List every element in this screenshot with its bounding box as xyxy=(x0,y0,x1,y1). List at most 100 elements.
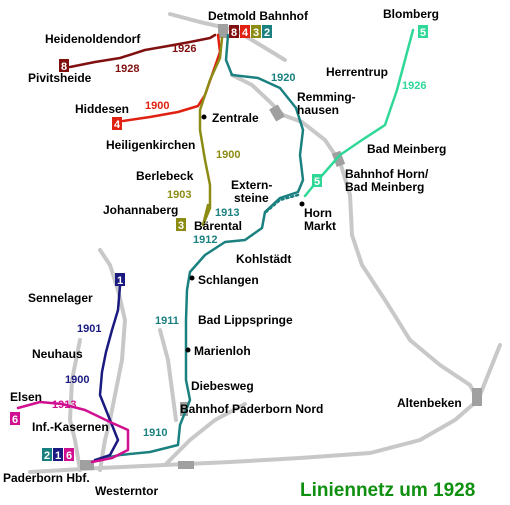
railway-lippspringe-branch xyxy=(158,328,178,422)
label-schlangen: Schlangen xyxy=(198,273,259,287)
year-berlebeck: 1903 xyxy=(167,189,191,201)
badge-hiddesen xyxy=(112,117,122,130)
label-sennelager: Sennelager xyxy=(28,291,93,305)
label-externsteine-1: Extern- xyxy=(231,178,272,192)
badge-hiddesen-text: 4 xyxy=(114,119,121,131)
label-remminghausen-1: Remming- xyxy=(297,90,356,104)
year-elsen: 1913 xyxy=(52,399,76,411)
year-heidenoldendorf: 1926 xyxy=(172,43,196,55)
stop-schlangen xyxy=(189,275,195,281)
line-3-route xyxy=(198,36,224,227)
label-baerental: Bärental xyxy=(194,219,242,233)
label-bad-meinberg: Bad Meinberg xyxy=(367,142,446,156)
badge-elsen xyxy=(10,412,20,425)
badge-sennelager xyxy=(115,273,125,286)
map-title: Liniennetz um 1928 xyxy=(300,480,475,501)
badge-horn xyxy=(312,174,322,187)
badge-paderborn-group: 2 1 6 xyxy=(42,448,74,462)
externsteine-link xyxy=(264,193,300,214)
label-kohlstaedt: Kohlstädt xyxy=(236,252,291,266)
label-externsteine-2: steine xyxy=(234,191,269,205)
badge-paderborn-2 xyxy=(42,448,52,461)
label-horn-markt-2: Markt xyxy=(304,219,336,233)
year-detmold-horn: 1920 xyxy=(271,72,295,84)
badge-detmold-3-text: 3 xyxy=(253,27,259,39)
badge-johannaberg xyxy=(176,218,186,231)
stops xyxy=(185,114,305,353)
label-bahnhof-horn-2: Bad Meinberg xyxy=(345,180,424,194)
place-labels: Detmold Bahnhof Blomberg Heidenoldendorf… xyxy=(3,7,462,498)
badge-detmold-3 xyxy=(251,25,261,38)
badge-horn-text: 5 xyxy=(314,176,320,188)
label-zentrale: Zentrale xyxy=(212,111,259,125)
badge-detmold-2 xyxy=(262,25,272,38)
railways xyxy=(28,12,502,474)
badge-blomberg-text: 5 xyxy=(420,27,426,39)
stop-marienloh xyxy=(185,347,191,353)
label-altenbeken: Altenbeken xyxy=(397,396,462,410)
label-johannaberg: Johannaberg xyxy=(103,203,178,217)
label-westerntor: Westerntor xyxy=(95,484,158,498)
year-neuhaus: 1900 xyxy=(65,374,89,386)
label-horn-markt-1: Horn xyxy=(304,206,332,220)
station-paderborn-nord xyxy=(180,402,188,416)
year-labels: 1926 1928 1920 1926 1900 1900 1903 1913 … xyxy=(52,43,426,439)
badge-detmold-8 xyxy=(229,25,239,38)
stop-zentrale xyxy=(201,114,207,120)
badge-detmold-group: 8 4 3 2 xyxy=(229,25,272,39)
badge-johannaberg-text: 3 xyxy=(178,220,184,232)
station-remminghausen xyxy=(269,104,285,122)
label-elsen: Elsen xyxy=(10,390,42,404)
label-hiddesen: Hiddesen xyxy=(75,102,129,116)
label-herrentrup: Herrentrup xyxy=(326,65,388,79)
label-diebesweg: Diebesweg xyxy=(191,379,254,393)
line-4-route xyxy=(121,33,222,123)
railway-detmold-altenbeken xyxy=(348,193,480,402)
badge-blomberg xyxy=(418,25,428,38)
year-hiddesen: 1900 xyxy=(145,100,169,112)
label-bahnhof-paderborn-nord: Bahnhof Paderborn Nord xyxy=(180,402,323,416)
label-pivitsheide: Pivitsheide xyxy=(28,71,92,85)
label-bahnhof-horn-1: Bahnhof Horn/ xyxy=(345,167,429,181)
label-neuhaus: Neuhaus xyxy=(32,347,83,361)
label-detmold-bahnhof: Detmold Bahnhof xyxy=(208,9,309,23)
railway-paderborn-nord-branch xyxy=(163,402,247,467)
year-externsteine: 1913 xyxy=(215,207,239,219)
station-altenbeken xyxy=(472,388,482,406)
badge-detmold-2-text: 2 xyxy=(264,27,270,39)
label-blomberg: Blomberg xyxy=(383,7,439,21)
railway-paderborn-north xyxy=(67,338,82,472)
line-1-route xyxy=(93,284,122,462)
line-6-route xyxy=(16,400,130,464)
badge-detmold-4-text: 4 xyxy=(242,27,249,39)
badge-pivitsheide-text: 8 xyxy=(61,61,67,73)
year-pivitsheide: 1928 xyxy=(115,63,139,75)
badge-detmold-4 xyxy=(240,25,250,38)
year-lippspringe: 1911 xyxy=(155,315,179,327)
badge-elsen-text: 6 xyxy=(12,414,18,426)
badge-pivitsheide xyxy=(59,59,69,72)
year-blomberg: 1926 xyxy=(402,80,426,92)
label-berlebeck: Berlebeck xyxy=(136,169,194,183)
year-heiligenkirchen: 1900 xyxy=(216,149,240,161)
station-paderborn-hbf xyxy=(80,460,94,470)
badge-paderborn-1 xyxy=(53,448,63,461)
badge-detmold-8-text: 8 xyxy=(231,27,237,39)
label-remminghausen-2: hausen xyxy=(297,103,339,117)
year-paderborn: 1910 xyxy=(143,427,167,439)
badge-sennelager-text: 1 xyxy=(117,275,123,287)
badge-paderborn-2-text: 2 xyxy=(44,450,50,462)
line-8-route xyxy=(68,33,217,69)
year-baerental: 1912 xyxy=(193,234,217,246)
label-marienloh: Marienloh xyxy=(194,344,251,358)
year-sennelager: 1901 xyxy=(77,323,101,335)
label-paderborn-hbf: Paderborn Hbf. xyxy=(3,471,90,485)
badge-paderborn-6 xyxy=(64,448,74,461)
badge-paderborn-6-text: 6 xyxy=(66,450,72,462)
station-detmold xyxy=(218,24,228,38)
railway-paderborn-bielefeld xyxy=(98,248,128,472)
label-inf-kasernen: Inf.-Kasernen xyxy=(32,420,109,434)
label-heiligenkirchen: Heiligenkirchen xyxy=(106,138,195,152)
